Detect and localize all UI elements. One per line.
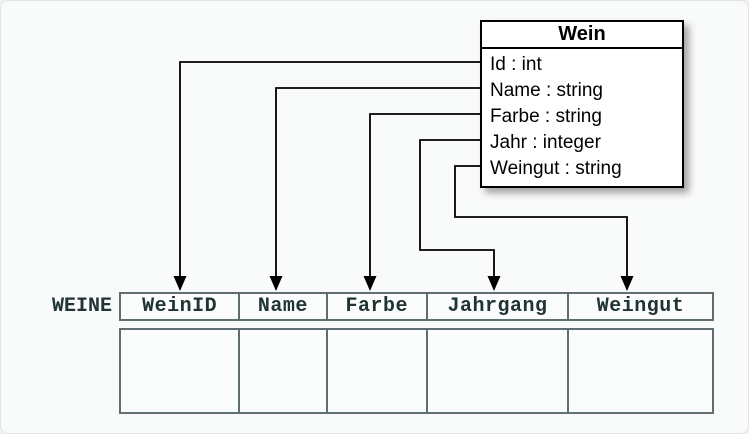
connector-farbe-to-farbe [369,113,480,276]
connector-weingut-to-weingut [454,165,628,276]
arrowhead-weingut [620,276,634,291]
table-name-label: WEINE [51,295,112,318]
empty-cell [121,330,238,412]
column-header-farbe: Farbe [325,294,426,319]
empty-cell [238,330,325,412]
column-header-weingut: Weingut [566,294,712,319]
class-attribute-id: Id : int [490,54,542,75]
empty-cell [325,330,426,412]
column-header-weinid: WeinID [142,295,218,318]
class-attribute-farbe: Farbe : string [490,106,602,127]
class-attribute-jahr: Jahr : integer [490,132,601,153]
arrowhead-farbe [363,276,377,291]
class-attribute-name: Name : string [490,80,603,101]
connector-jahr-to-jahrgang [419,139,495,276]
uml-class-wein: Wein Id : int Name : string Farbe : stri… [480,20,684,188]
empty-cell [425,330,567,412]
connector-name-to-name [275,87,480,276]
column-header-name: Name [238,294,325,319]
class-attribute-list: Id : int Name : string Farbe : string Ja… [482,49,682,186]
class-attribute-weingut: Weingut : string [490,158,622,179]
class-title: Wein [482,22,682,49]
arrowhead-jahrgang [487,276,501,291]
arrowhead-weinid [173,276,187,291]
arrowhead-name [269,276,283,291]
table-empty-row [119,328,714,414]
column-header-jahrgang: Jahrgang [425,294,567,319]
connector-id-to-weinid [179,61,480,276]
empty-cell [566,330,712,412]
table-header-row: WeinID Name Farbe Jahrgang Weingut [119,292,714,321]
